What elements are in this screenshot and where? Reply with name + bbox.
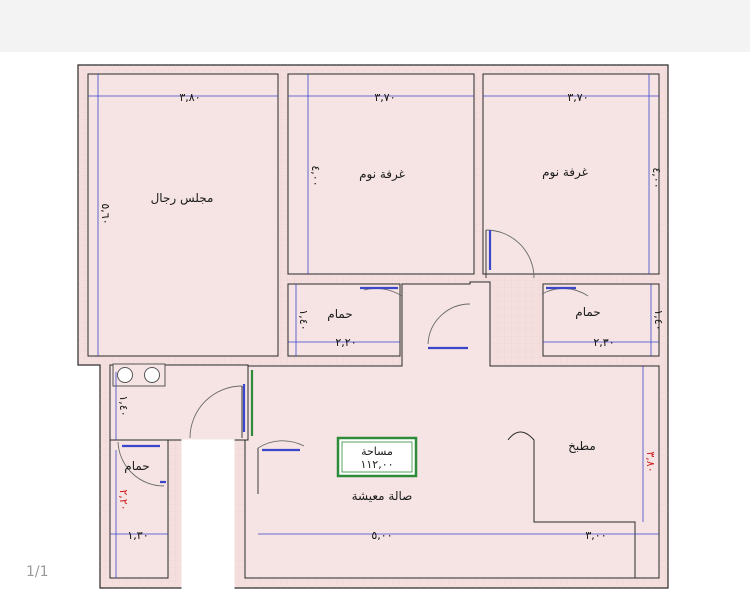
area-title: مساحة (361, 445, 393, 458)
dim-bath3-depth: ٢,٢٠ (117, 489, 130, 510)
room-label-bath3: حمام (124, 459, 149, 473)
room-label-kitchen: مطبخ (568, 439, 596, 453)
top-bar (0, 0, 750, 52)
dim-majlis-width: ٣,٨٠ (179, 91, 200, 104)
dim-bath1-depth: ١,٤٠ (297, 309, 310, 330)
bedroom1-room (287, 73, 475, 275)
room-interiors (87, 73, 660, 591)
entrance-gap (181, 439, 235, 591)
bath2-room (542, 283, 660, 357)
bath3-room (109, 439, 169, 579)
dim-kitchen-width: ٣,٠٠ (585, 529, 606, 542)
dim-bath2-depth: ١,٤٠ (652, 309, 665, 330)
bedroom2-room (482, 73, 660, 275)
kitchen-counter (507, 431, 636, 578)
dim-kitchen-depth: ٣,٨٠ (644, 451, 657, 472)
dim-bath3-upper: ١,٤٠ (117, 395, 130, 416)
dim-bath2-width: ٢,٣٠ (593, 336, 614, 349)
bath1-room (287, 283, 401, 357)
majlis-room (87, 73, 279, 357)
dim-bed1-depth: ٤,٠٠ (309, 165, 322, 186)
doors (117, 229, 589, 494)
page-number: 1/1 (26, 564, 49, 580)
dim-bed1-width: ٣,٧٠ (374, 91, 395, 104)
room-label-majlis: مجلس رجال (151, 191, 214, 206)
dim-bath3-width: ١,٣٠ (127, 529, 148, 542)
dim-living-width: ٥,٠٠ (371, 529, 392, 542)
area-box: مساحة ١١٢,٠٠ (336, 436, 418, 478)
room-label-living: صالة معيشة (352, 489, 413, 503)
room-label-bedroom2: غرفة نوم (542, 165, 588, 180)
dim-majlis-depth: ٥,٦٠ (99, 203, 112, 224)
room-label-bedroom1: غرفة نوم (359, 167, 405, 182)
dim-bath1-width: ٢,٢٠ (335, 336, 356, 349)
living-kitchen-area (244, 281, 660, 579)
room-label-bath1: حمام (327, 307, 352, 321)
area-value: ١١٢,٠٠ (360, 458, 393, 471)
dim-bed2-width: ٣,٧٠ (567, 91, 588, 104)
sink-fixtures (112, 363, 166, 387)
window-marks (122, 230, 576, 484)
dimension-lines (88, 74, 659, 578)
dim-bed2-depth: ٤,٠٠ (650, 167, 663, 188)
room-label-bath2: حمام (575, 305, 600, 319)
